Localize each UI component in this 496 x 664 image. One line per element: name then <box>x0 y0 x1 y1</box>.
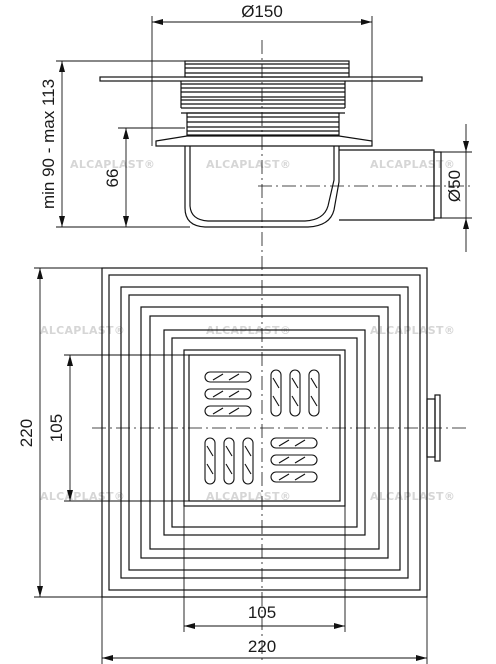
watermark: ALCAPLAST® <box>40 324 125 337</box>
center-lines <box>92 40 472 664</box>
watermark: ALCAPLAST® <box>370 490 455 503</box>
grate-inner <box>188 354 341 502</box>
grate-frame <box>183 349 346 507</box>
frame-2 <box>120 286 409 579</box>
label-body-height: 220 <box>17 419 36 447</box>
watermark: ALCAPLAST® <box>40 490 125 503</box>
slot-group-bottom-right <box>270 437 318 483</box>
label-top-diameter: Ø150 <box>241 2 283 21</box>
arrowheads <box>37 19 469 661</box>
outlet-end <box>433 151 442 219</box>
watermark: ALCAPLAST® <box>370 158 455 171</box>
slot-group-bottom-left <box>204 437 254 485</box>
label-grate-width: 105 <box>248 603 276 622</box>
watermark: ALCAPLAST® <box>206 490 291 503</box>
frame-4 <box>140 306 389 559</box>
dimension-labels: Ø150 min 90 - max 113 66 Ø50 220 105 105… <box>17 2 464 656</box>
label-body-width: 220 <box>248 637 276 656</box>
label-outlet-diameter: Ø50 <box>445 170 464 202</box>
slot-group-top-right <box>270 369 320 417</box>
watermark: ALCAPLAST® <box>370 324 455 337</box>
dimension-lines <box>34 16 472 664</box>
watermark: ALCAPLAST® <box>70 158 155 171</box>
label-outlet-height: 66 <box>103 169 122 188</box>
watermarks: ALCAPLAST® ALCAPLAST® ALCAPLAST® ALCAPLA… <box>40 158 455 503</box>
frame-7 <box>171 337 358 528</box>
lower-flange <box>155 135 373 147</box>
frame-5 <box>149 315 380 550</box>
watermark: ALCAPLAST® <box>206 158 291 171</box>
outer-square <box>101 267 428 598</box>
label-grate-height: 105 <box>47 414 66 442</box>
siphon-insert <box>186 112 340 136</box>
body <box>184 146 340 228</box>
label-height-range: min 90 - max 113 <box>39 79 58 209</box>
frame-3 <box>128 294 401 571</box>
frame-6 <box>163 329 366 536</box>
side-view <box>99 60 442 228</box>
frame-1 <box>108 274 421 591</box>
top-view <box>101 267 441 598</box>
slot-group-top-left <box>204 371 252 417</box>
grate-slots <box>204 369 320 485</box>
outlet-stub-end <box>434 394 441 462</box>
top-ring <box>184 60 350 78</box>
